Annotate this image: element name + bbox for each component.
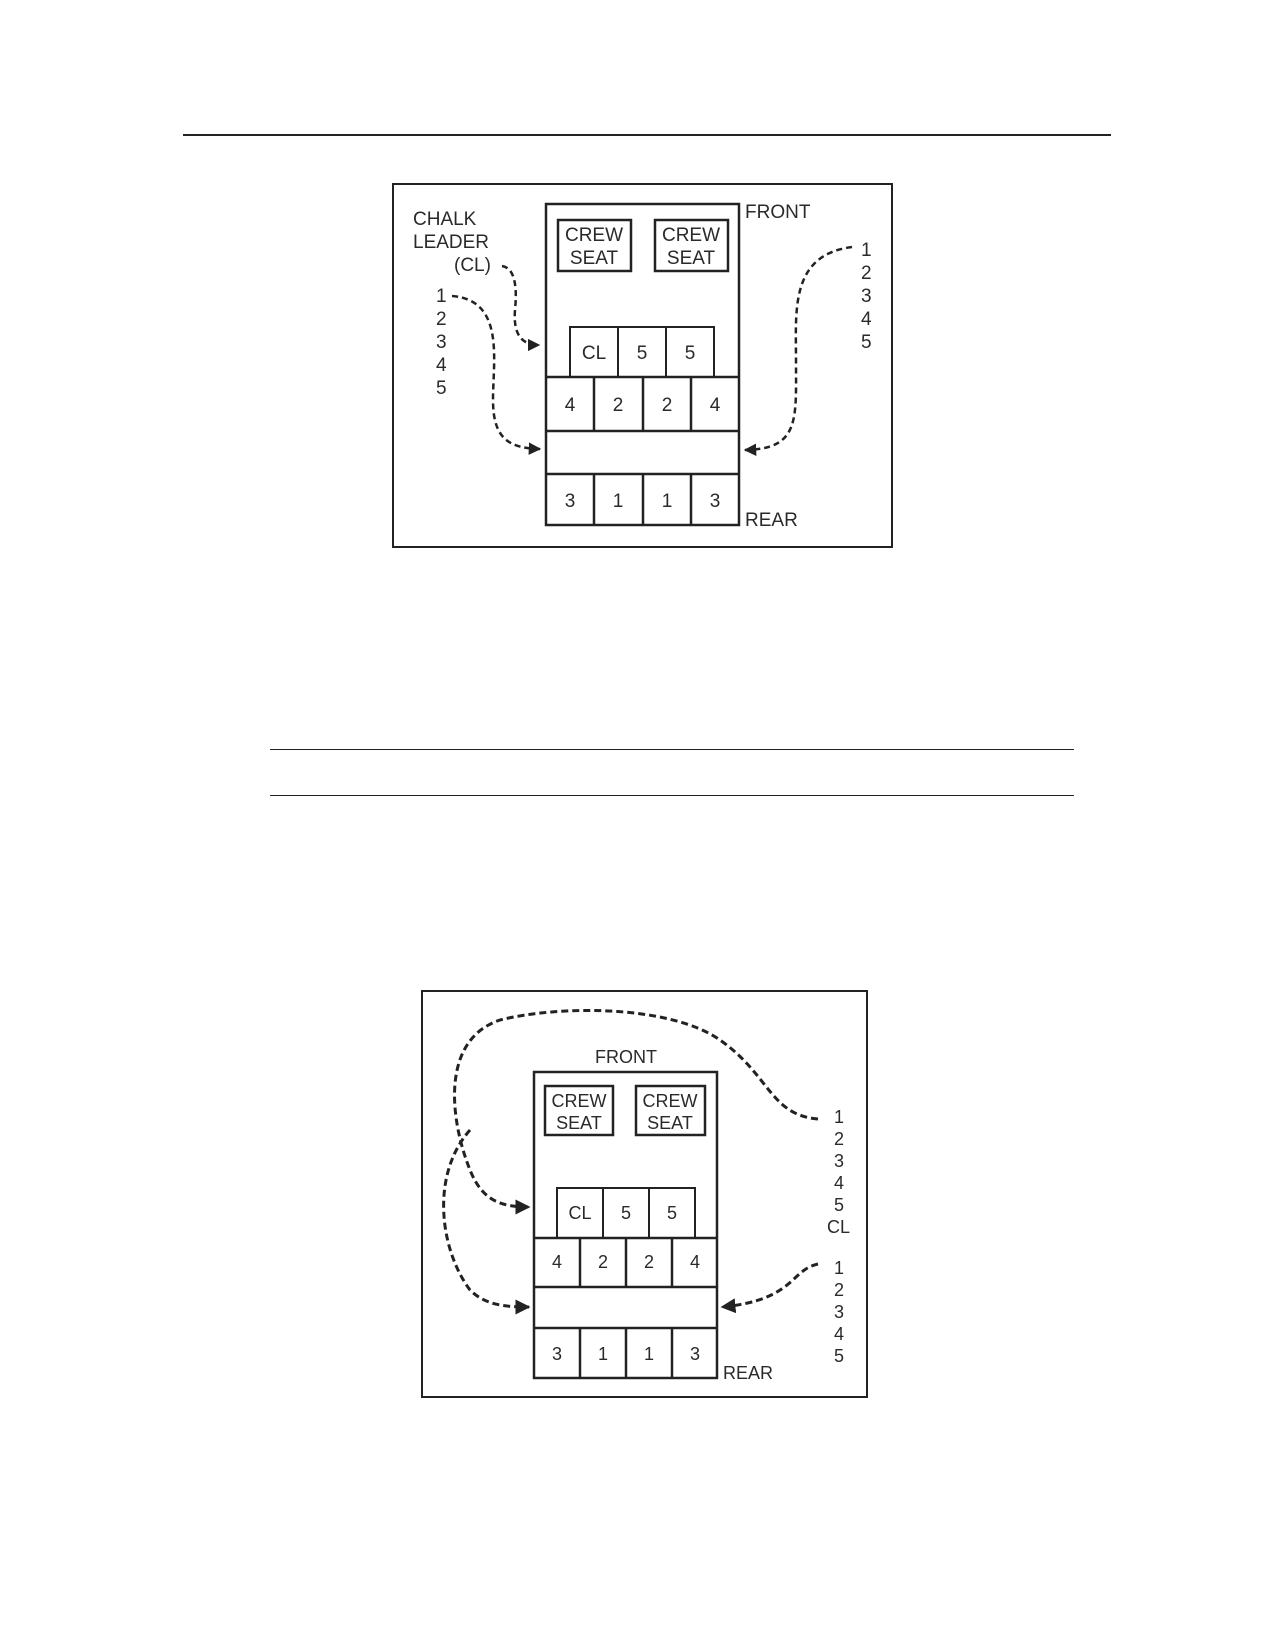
figure-2-arrow-top-loop xyxy=(453,1009,819,1215)
figure-1-left-order: 3 xyxy=(436,332,447,353)
top-rule xyxy=(183,134,1111,136)
figure-1-chalk-leader-label: CHALK xyxy=(413,209,477,230)
figure-2-arrow-left-loop xyxy=(442,1129,531,1315)
figure-2-right-lower-order: 5 xyxy=(834,1346,844,1366)
figure-2: CREW SEAT CREW SEAT CL 5 5 4 2 2 4 3 1 1… xyxy=(421,990,868,1398)
figure-1: CREW SEAT CREW SEAT CL 5 5 4 2 2 4 3 1 1… xyxy=(392,183,893,548)
figure-1-right-order: 4 xyxy=(861,309,872,330)
figure-2-seat-label: 4 xyxy=(552,1252,562,1272)
figure-2-right-lower-order: 4 xyxy=(834,1324,844,1344)
figure-1-seat-label: CL xyxy=(582,343,606,364)
figure-1-seat-label: 4 xyxy=(710,395,721,416)
figure-1-seat-label: 2 xyxy=(662,395,673,416)
figure-2-crew-seat-right xyxy=(634,1084,707,1137)
figure-2-seat-label: CL xyxy=(568,1203,591,1223)
figure-1-chalk-leader-label: LEADER xyxy=(413,232,489,253)
figure-2-right-upper-order: 3 xyxy=(834,1151,844,1171)
figure-2-right-upper-order: 1 xyxy=(834,1107,844,1127)
figure-1-front-label: FRONT xyxy=(745,202,811,223)
figure-2-crew-seat-left-line1: CREW xyxy=(552,1091,607,1111)
figure-1-right-order: 2 xyxy=(861,263,872,284)
figure-2-crew-seat-right-line1: CREW xyxy=(643,1091,698,1111)
figure-2-seat-label: 4 xyxy=(690,1252,700,1272)
figure-1-arrow-left-sticks xyxy=(451,294,542,455)
figure-2-crew-seat-right-line2: SEAT xyxy=(647,1113,693,1133)
figure-2-rear-label: REAR xyxy=(723,1363,773,1383)
figure-2-seat-label: 1 xyxy=(644,1344,654,1364)
figure-1-left-order: 4 xyxy=(436,355,447,376)
figure-1-crew-seat-left-line1: CREW xyxy=(565,225,623,246)
figure-2-right-lower-order: 2 xyxy=(834,1280,844,1300)
figure-2-right-upper-order: 4 xyxy=(834,1173,844,1193)
figure-1-left-order: 2 xyxy=(436,309,447,330)
figure-2-right-upper-order: CL xyxy=(827,1217,850,1237)
figure-2-right-upper-order: 5 xyxy=(834,1195,844,1215)
figure-1-arrow-right-sticks xyxy=(743,245,853,457)
figure-2-seat-label: 5 xyxy=(667,1203,677,1223)
figure-1-crew-seat-left-line2: SEAT xyxy=(570,248,619,269)
section-rule-lower xyxy=(270,795,1074,796)
section-rule-upper xyxy=(270,749,1074,750)
figure-1-right-order: 3 xyxy=(861,286,872,307)
figure-2-seat-label: 2 xyxy=(598,1252,608,1272)
figure-1-frame xyxy=(392,183,893,548)
figure-1-crew-seat-left xyxy=(556,218,633,273)
figure-1-rear-label: REAR xyxy=(745,510,798,531)
figure-1-left-order: 5 xyxy=(436,378,447,399)
figure-2-seat-label: 2 xyxy=(644,1252,654,1272)
figure-1-seat-label: 1 xyxy=(662,491,673,512)
figure-1-crew-seat-right xyxy=(653,218,730,273)
figure-2-seat-label: 5 xyxy=(621,1203,631,1223)
figure-2-crew-seat-left-line2: SEAT xyxy=(556,1113,602,1133)
figure-2-seat-label: 3 xyxy=(690,1344,700,1364)
figure-2-right-lower-order: 3 xyxy=(834,1302,844,1322)
figure-1-seat-label: 3 xyxy=(565,491,576,512)
figure-1-crew-seat-right-line2: SEAT xyxy=(667,248,716,269)
figure-1-seat-label: 1 xyxy=(613,491,624,512)
figure-1-right-order: 1 xyxy=(861,240,872,261)
figure-1-seat-label: 5 xyxy=(637,343,648,364)
figure-1-crew-seat-right-line1: CREW xyxy=(662,225,720,246)
figure-1-seat-label: 3 xyxy=(710,491,721,512)
figure-1-seat-label: 4 xyxy=(565,395,576,416)
figure-2-right-upper-order: 2 xyxy=(834,1129,844,1149)
figure-1-seat-label: 2 xyxy=(613,395,624,416)
figure-1-right-order: 5 xyxy=(861,332,872,353)
figure-2-frame xyxy=(421,990,868,1398)
figure-2-front-label: FRONT xyxy=(595,1047,657,1067)
figure-1-seat-label: 5 xyxy=(685,343,696,364)
figure-2-right-lower-order: 1 xyxy=(834,1258,844,1278)
figure-2-arrow-right-lower xyxy=(720,1262,819,1314)
figure-1-left-order: 1 xyxy=(436,286,447,307)
figure-2-seat-label: 3 xyxy=(552,1344,562,1364)
figure-2-seat-label: 1 xyxy=(598,1344,608,1364)
figure-1-chalk-leader-label: (CL) xyxy=(454,255,491,276)
figure-2-crew-seat-left xyxy=(543,1084,615,1137)
figure-1-arrow-chalk-leader xyxy=(501,264,541,352)
